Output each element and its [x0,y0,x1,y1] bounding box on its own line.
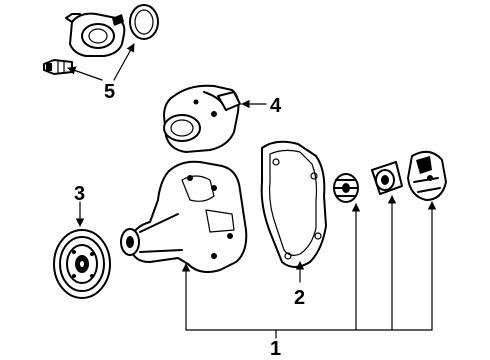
callout-2: 2 [294,287,305,309]
water-pump-body [120,160,248,273]
callout-3: 3 [74,183,85,205]
thermostat-housing [65,12,126,57]
callout-1: 1 [270,338,281,360]
pulley [53,229,111,299]
pump-seal [333,173,359,203]
leader-lines [67,43,437,339]
callout-5: 5 [104,81,115,103]
bearing-seal [371,161,403,195]
housing-bolt [43,59,73,75]
water-outlet [163,84,241,153]
callout-4: 4 [270,95,282,117]
pump-gasket [260,140,327,268]
thermostat-gasket [129,4,159,40]
impeller [407,150,447,201]
